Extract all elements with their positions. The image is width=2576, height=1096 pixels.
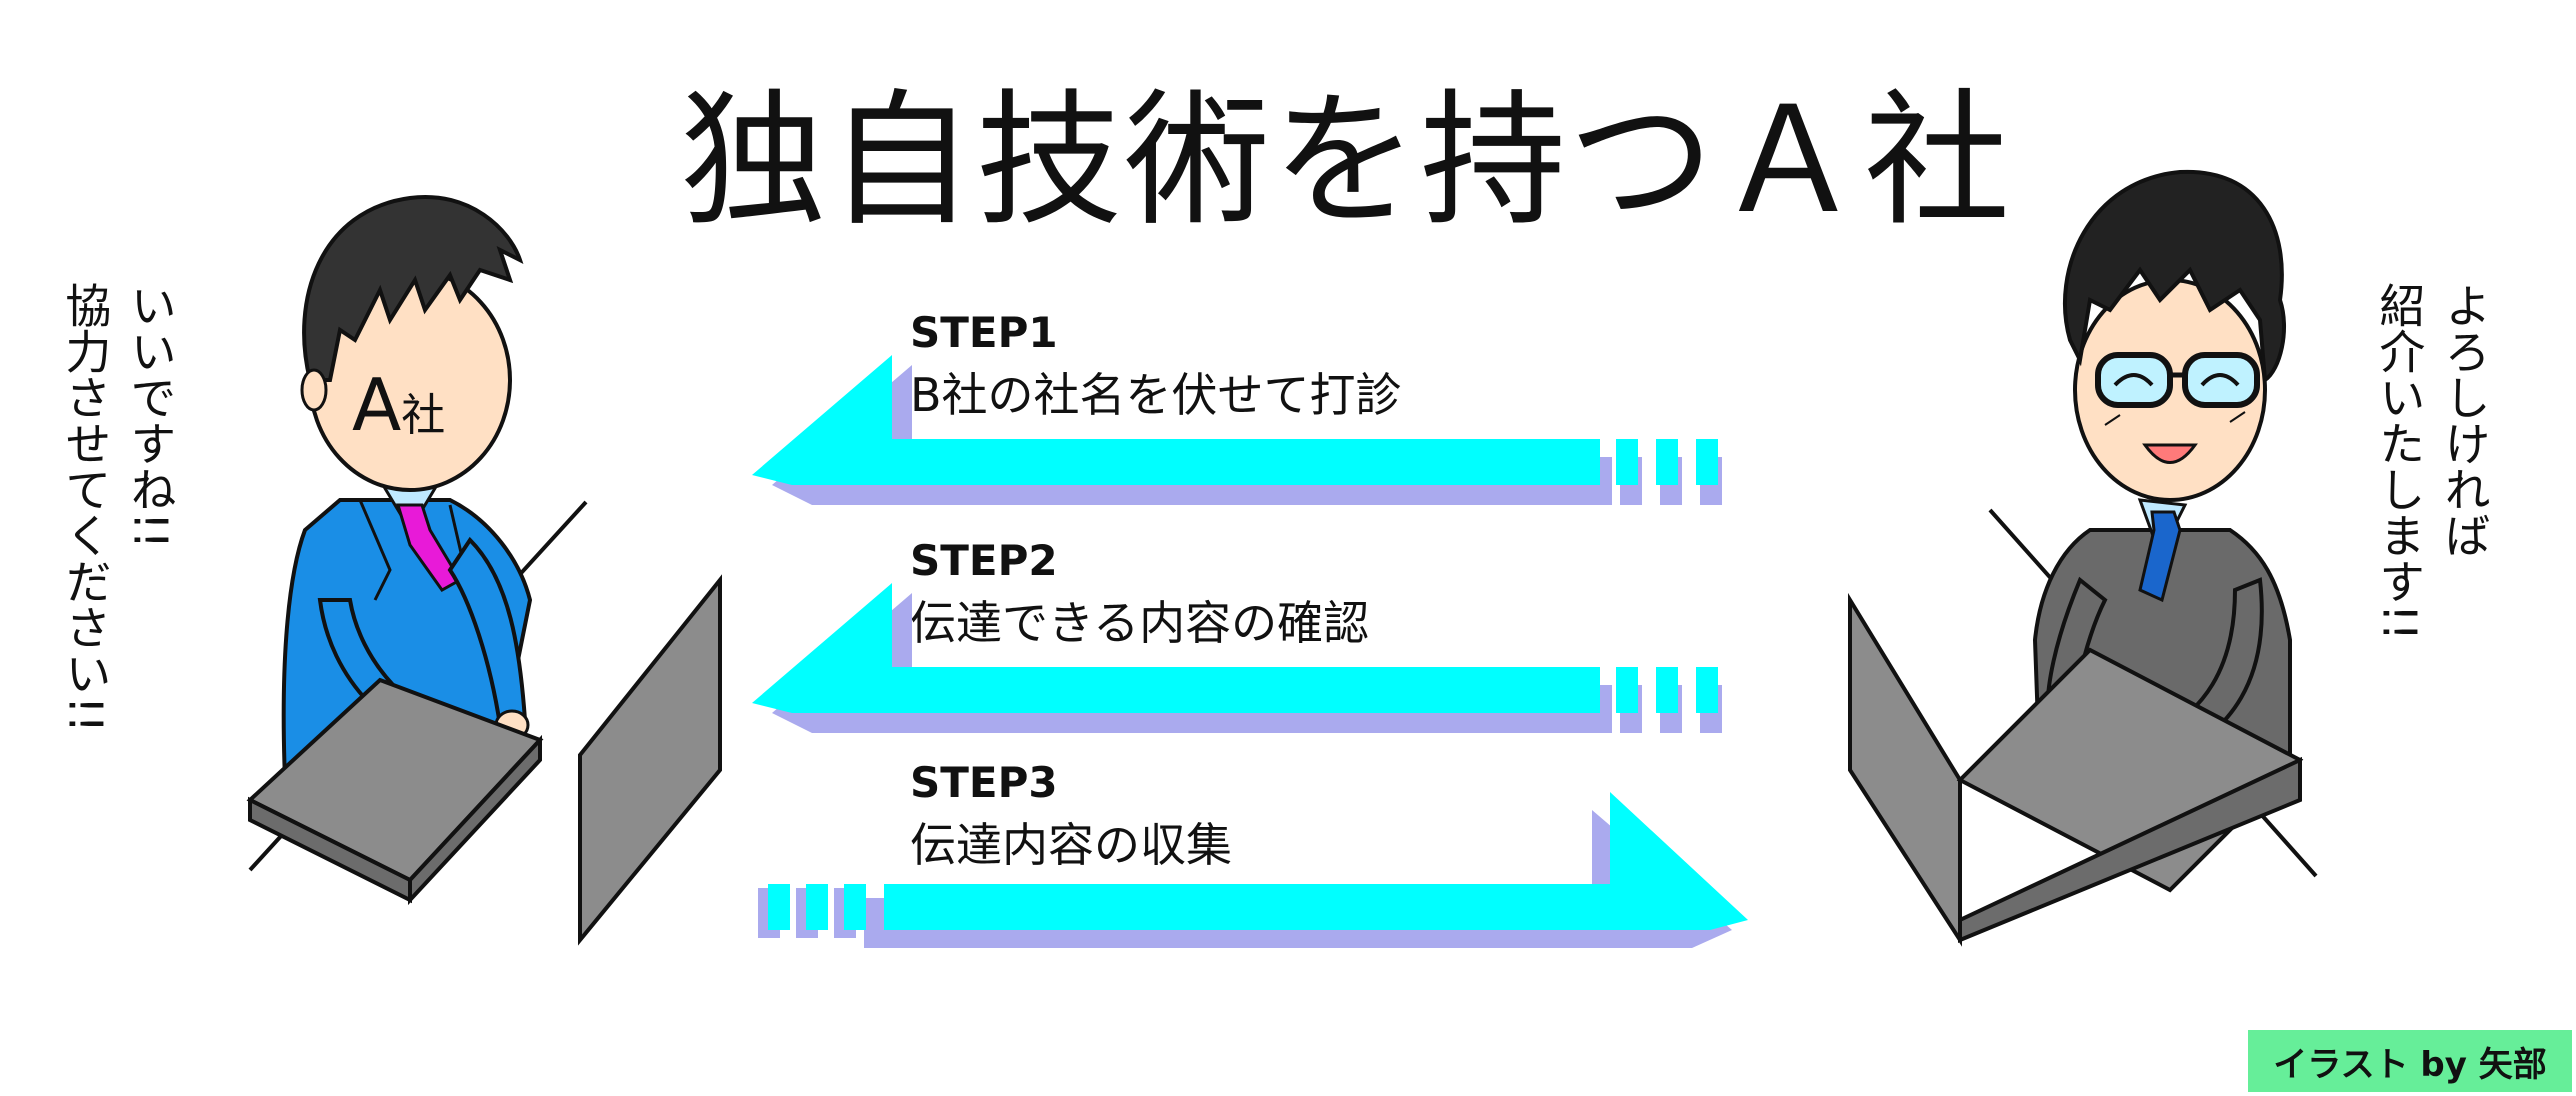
left-laptop: [246, 574, 722, 946]
step3-label: STEP3: [910, 758, 1058, 807]
step1-label: STEP1: [910, 308, 1058, 357]
step1-arrow-left: [752, 355, 1722, 505]
right-person-glasses: [2095, 352, 2260, 408]
right-tie: [2138, 510, 2182, 603]
left-person-hair: [302, 194, 524, 382]
left-person-speech: いいですね!!協力させてください!!: [52, 282, 183, 733]
step3-arrow-right: [758, 792, 1748, 948]
illustration-credit: イラスト by 矢部: [2248, 1030, 2572, 1092]
step1-description: B社の社名を伏せて打診: [910, 368, 1402, 422]
left-person-badge: A社: [352, 363, 445, 447]
left-person-illustration: A社: [246, 194, 722, 946]
right-laptop: [1848, 592, 2304, 947]
step2-description: 伝達できる内容の確認: [910, 596, 1370, 650]
step3-description: 伝達内容の収集: [910, 818, 1232, 872]
right-speech-line-1: よろしければ: [2437, 282, 2492, 558]
right-speech-line-2: 紹介いたします!!: [2372, 282, 2427, 641]
left-speech-line-1: いいですね!!: [123, 282, 178, 549]
step2-label: STEP2: [910, 536, 1058, 585]
right-person-illustration: [1848, 169, 2318, 947]
right-person-speech: よろしければ紹介いたします!!: [2366, 282, 2497, 641]
right-person-hair: [2062, 169, 2287, 384]
left-speech-line-2: 協力させてください!!: [58, 282, 113, 733]
page-title: 独自技術を持つＡ社: [680, 76, 2012, 246]
step2-arrow-left: [752, 583, 1722, 733]
